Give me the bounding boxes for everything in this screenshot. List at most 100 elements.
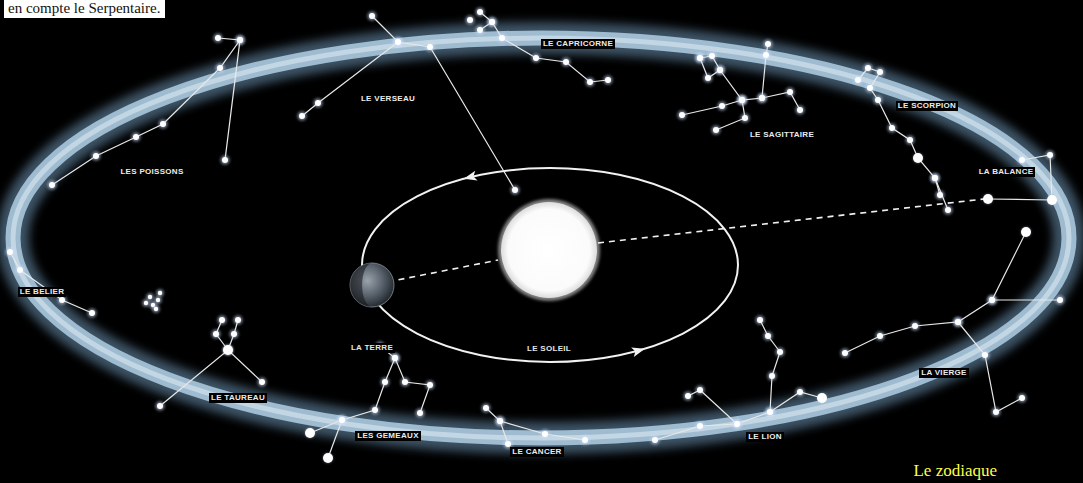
star-glow	[230, 330, 239, 339]
star-glow	[498, 34, 507, 43]
star-glow	[864, 64, 873, 73]
constellation-line	[720, 44, 768, 100]
constellation-line	[988, 155, 1052, 200]
star-glow	[338, 416, 347, 425]
star	[719, 103, 725, 109]
constellation-name: LE CANCER	[510, 447, 563, 457]
star-glow	[696, 54, 705, 63]
constellation-line	[310, 358, 395, 433]
star-glow	[258, 378, 267, 387]
star	[765, 41, 771, 47]
star-glow	[914, 154, 923, 163]
star-glow	[796, 388, 805, 397]
bright-star	[1047, 195, 1057, 205]
star-glow	[651, 436, 660, 445]
star	[605, 77, 611, 83]
star	[797, 107, 803, 113]
star-glow	[381, 378, 390, 387]
star	[563, 59, 569, 65]
star-glow	[696, 54, 705, 63]
star-glow	[738, 96, 747, 105]
star-glow	[766, 408, 775, 417]
star	[582, 437, 588, 443]
star-glow	[368, 12, 377, 21]
constellation-line	[682, 100, 742, 115]
star-glow	[888, 124, 897, 133]
star-glow	[944, 206, 953, 215]
earth-disc	[342, 255, 402, 315]
star-glow	[218, 316, 227, 325]
sun-star: LE SOLEIL	[498, 202, 600, 354]
star	[734, 421, 740, 427]
star-glow	[758, 94, 767, 103]
zodiac-band-glow	[13, 38, 1069, 438]
star-glow	[786, 88, 795, 97]
star	[587, 79, 593, 85]
star-glow	[716, 66, 725, 75]
star	[395, 39, 401, 45]
star	[369, 13, 375, 19]
star	[982, 352, 988, 358]
star-glow	[496, 417, 505, 426]
star	[339, 417, 345, 423]
constellation-name: LE SAGITTAIRE	[748, 130, 816, 140]
star-glow	[936, 191, 945, 200]
star-glow	[758, 94, 767, 103]
star-glow	[324, 454, 333, 463]
star-glow	[988, 296, 997, 305]
constellation-line	[760, 320, 780, 412]
star-glow	[764, 40, 773, 49]
star-glow	[766, 408, 775, 417]
sagittarius-constellation	[678, 40, 805, 135]
star-glow	[741, 114, 750, 123]
star	[259, 379, 265, 385]
star	[497, 418, 503, 424]
alignment-connector	[399, 260, 499, 280]
star	[842, 350, 848, 356]
constellation-line	[688, 390, 737, 424]
star	[417, 410, 423, 416]
star-glow	[562, 58, 571, 67]
star-glow	[482, 404, 491, 413]
star	[989, 297, 995, 303]
star	[912, 323, 918, 329]
star	[955, 319, 961, 325]
constellation-line	[858, 68, 948, 210]
star-glow	[152, 305, 159, 312]
star	[877, 69, 883, 75]
star-glow	[708, 52, 717, 61]
star-glow	[876, 332, 885, 341]
star	[499, 35, 505, 41]
star	[215, 35, 221, 41]
sun-disc	[493, 194, 605, 306]
alignment-line	[598, 199, 984, 243]
taurus-constellation	[156, 316, 267, 411]
star-glow	[818, 394, 827, 403]
constellation-name: LE LION	[746, 432, 784, 442]
star-glow	[156, 289, 163, 296]
constellation-name: LE SCORPION	[896, 101, 958, 111]
star-glow	[876, 68, 885, 77]
libra-constellation	[983, 151, 1057, 206]
star	[93, 153, 99, 159]
orbit-arrowhead	[631, 344, 646, 357]
star	[477, 9, 483, 15]
star	[697, 55, 703, 61]
star	[231, 331, 237, 337]
star-glow	[1018, 394, 1027, 403]
star	[757, 317, 763, 323]
star-glow	[704, 74, 713, 83]
star	[144, 301, 148, 305]
constellation-name: LE BELIER	[18, 287, 66, 297]
star	[217, 65, 223, 71]
star	[497, 418, 503, 424]
bright-star	[817, 393, 827, 403]
star-glow	[142, 299, 149, 306]
star	[392, 355, 398, 361]
star-glow	[954, 318, 963, 327]
star	[907, 137, 913, 143]
star-glow	[338, 416, 347, 425]
aries-constellation	[6, 248, 97, 318]
star	[17, 267, 23, 273]
star	[427, 44, 433, 50]
